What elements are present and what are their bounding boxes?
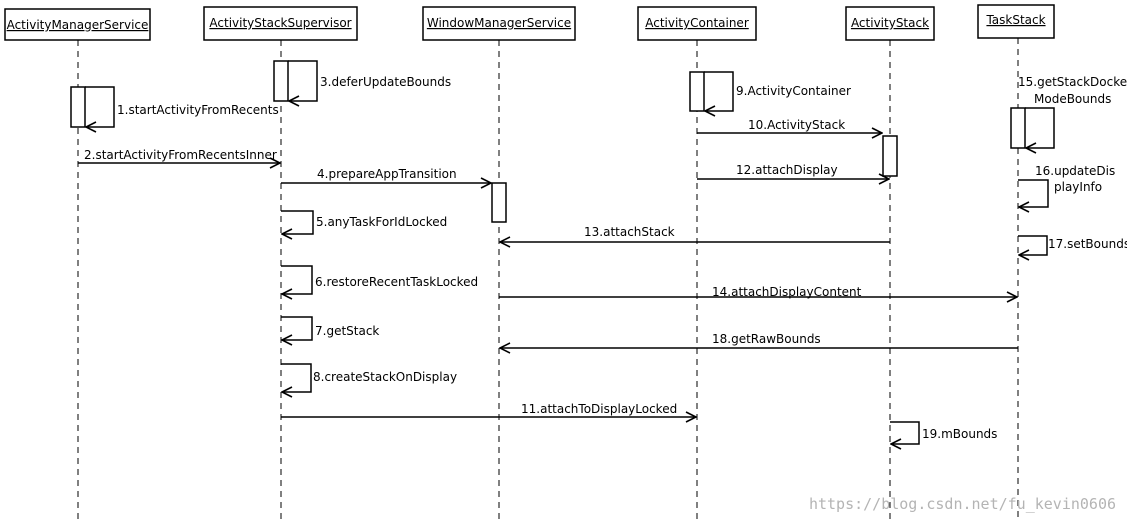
message-label-11: 11.attachToDisplayLocked xyxy=(521,402,677,416)
message-label-15-line-2: ModeBounds xyxy=(1034,92,1111,106)
message-arrow-16 xyxy=(1018,179,1049,207)
message-arrow-9 xyxy=(704,71,734,111)
message-label-14: 14.attachDisplayContent xyxy=(712,285,862,299)
participant-label: ActivityStack xyxy=(851,16,929,30)
message-label-8: 8.createStackOnDisplay xyxy=(313,370,457,384)
message-label-18: 18.getRawBounds xyxy=(712,332,821,346)
activations xyxy=(70,60,1026,223)
message-label-17: 17.setBounds xyxy=(1048,237,1127,251)
activation-ass xyxy=(273,60,289,102)
message-label-19: 19.mBounds xyxy=(922,427,997,441)
participant-label: ActivityContainer xyxy=(645,16,749,30)
message-label-1: 1.startActivityFromRecents xyxy=(117,103,279,117)
participant-label: ActivityStackSupervisor xyxy=(209,16,351,30)
message-label-9: 9.ActivityContainer xyxy=(736,84,851,98)
message-arrow-17 xyxy=(1018,235,1048,255)
participants: ActivityManagerService ActivityStackSupe… xyxy=(4,4,1055,41)
message-label-5: 5.anyTaskForIdLocked xyxy=(316,215,447,229)
message-arrow-3 xyxy=(288,60,318,101)
participant-wms: WindowManagerService xyxy=(422,6,576,41)
message-labels: 1.startActivityFromRecents 2.startActivi… xyxy=(84,75,1127,441)
message-label-3: 3.deferUpdateBounds xyxy=(320,75,451,89)
activation-ts xyxy=(1010,107,1026,149)
message-arrows xyxy=(78,60,1055,444)
message-label-6: 6.restoreRecentTaskLocked xyxy=(315,275,478,289)
activation-ac xyxy=(689,71,705,112)
participant-ass: ActivityStackSupervisor xyxy=(203,6,358,41)
activation-ams xyxy=(70,86,86,128)
message-arrow-7 xyxy=(281,316,313,340)
message-arrow-15 xyxy=(1025,107,1055,148)
participant-label: TaskStack xyxy=(985,13,1045,27)
message-label-16-line-1: 16.updateDis xyxy=(1035,164,1115,178)
message-label-15-line-1: 15.getStackDocked xyxy=(1018,75,1127,89)
message-arrow-19 xyxy=(890,421,920,444)
message-arrow-8 xyxy=(281,363,312,392)
watermark-text: https://blog.csdn.net/fu_kevin0606 xyxy=(809,495,1116,513)
participant-as: ActivityStack xyxy=(845,6,935,41)
message-label-7: 7.getStack xyxy=(315,324,379,338)
participant-ac: ActivityContainer xyxy=(637,6,757,41)
message-label-12: 12.attachDisplay xyxy=(736,163,838,177)
message-label-13: 13.attachStack xyxy=(584,225,675,239)
participant-ts: TaskStack xyxy=(977,4,1055,39)
message-arrow-1 xyxy=(85,86,115,127)
participant-ams: ActivityManagerService xyxy=(4,8,151,41)
message-label-10: 10.ActivityStack xyxy=(748,118,845,132)
activation-wms xyxy=(491,182,507,223)
message-arrow-6 xyxy=(281,265,313,294)
message-label-4: 4.prepareAppTransition xyxy=(317,167,457,181)
message-arrow-5 xyxy=(281,210,314,234)
participant-label: WindowManagerService xyxy=(427,16,571,30)
message-label-16-line-2: playInfo xyxy=(1054,180,1102,194)
message-label-2: 2.startActivityFromRecentsInner xyxy=(84,148,277,162)
participant-label: ActivityManagerService xyxy=(7,18,149,32)
activation-as xyxy=(882,135,898,177)
